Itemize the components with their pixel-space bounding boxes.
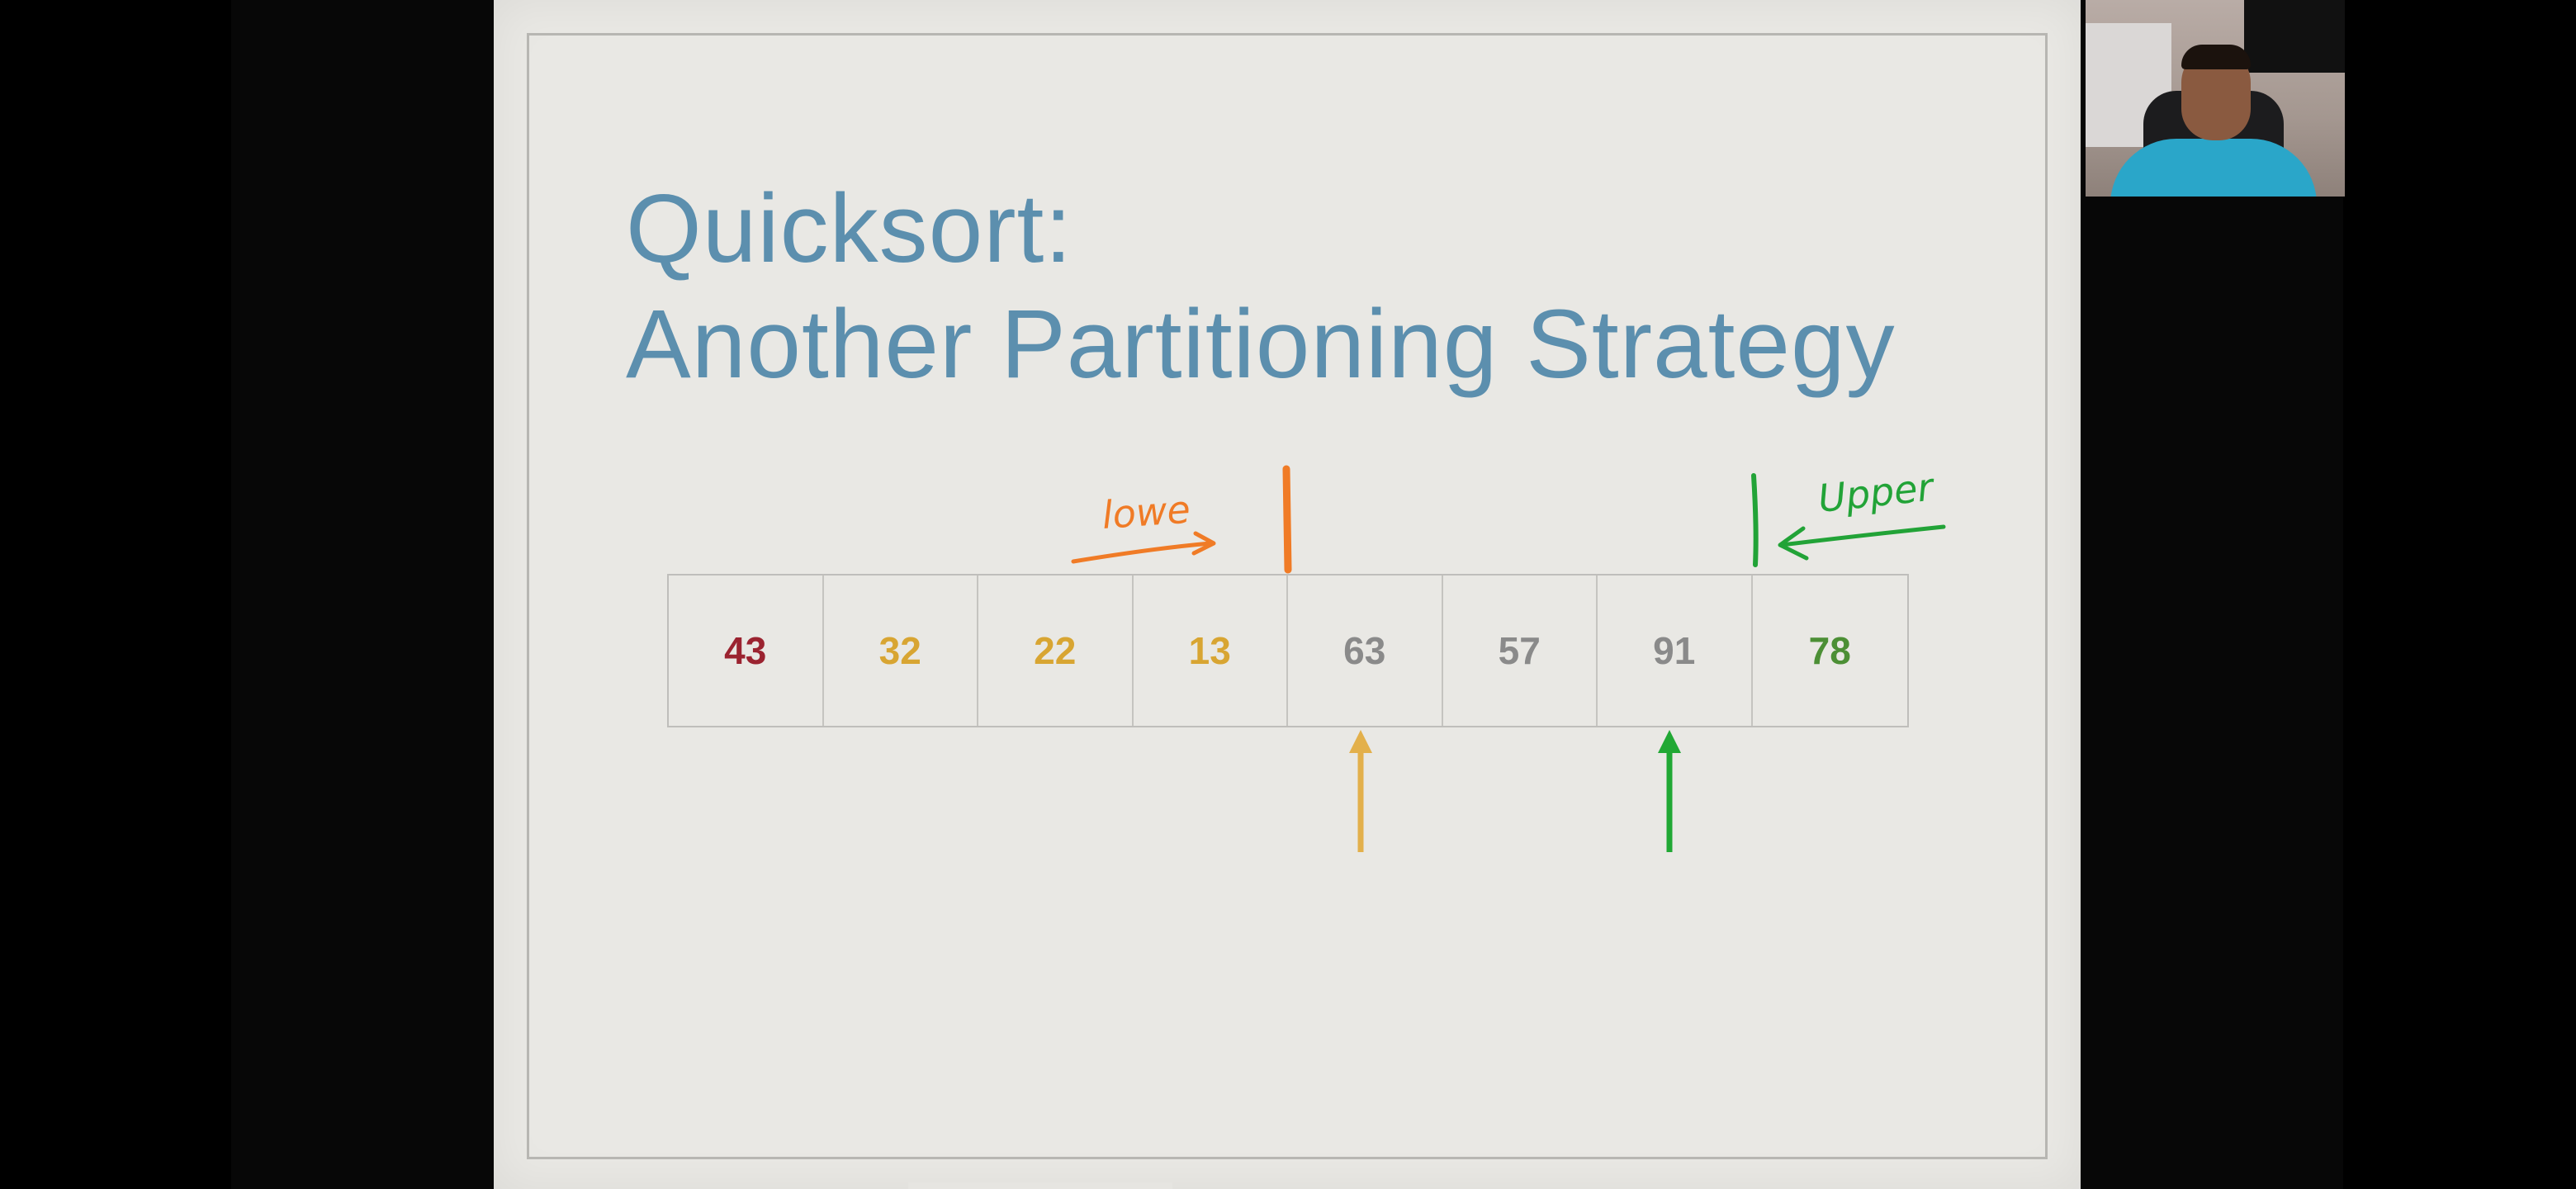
array-cell: 57: [1443, 576, 1598, 726]
slide-frame: [527, 33, 2048, 1159]
array-cell: 22: [978, 576, 1134, 726]
array-cells: 43 32 22 13 63 57 91 78: [667, 574, 1909, 727]
array-cell-value: 13: [1188, 629, 1231, 672]
array-cell: 13: [1134, 576, 1288, 726]
letterbox-left: [0, 0, 231, 1189]
array-cell-value: 91: [1653, 629, 1696, 672]
array-cell: 91: [1598, 576, 1753, 726]
side-panel-left: [231, 0, 494, 1189]
side-panel-right: [2081, 0, 2343, 1189]
webcam-screen: [2244, 0, 2345, 73]
array-cell: 32: [824, 576, 978, 726]
array-cell-value: 32: [878, 629, 921, 672]
webcam-presenter-hair: [2181, 45, 2251, 69]
slide-title-line1: Quicksort:: [626, 174, 1073, 283]
array-cell-value: 43: [724, 629, 767, 672]
presenter-webcam: [2086, 0, 2345, 197]
array-cell: 43: [669, 576, 824, 726]
bottom-edge-strip: [908, 1182, 1172, 1189]
slide-title-line2: Another Partitioning Strategy: [626, 290, 1896, 399]
webcam-presenter-shirt: [2110, 139, 2317, 197]
array-cell: 78: [1753, 576, 1908, 726]
array-cell-value: 22: [1034, 629, 1077, 672]
presentation-slide: Quicksort: Another Partitioning Strategy…: [494, 0, 2081, 1189]
array-cell-value: 57: [1498, 629, 1541, 672]
array-cell-value: 63: [1343, 629, 1386, 672]
array-cell-value: 78: [1808, 629, 1851, 672]
array-cell: 63: [1288, 576, 1443, 726]
